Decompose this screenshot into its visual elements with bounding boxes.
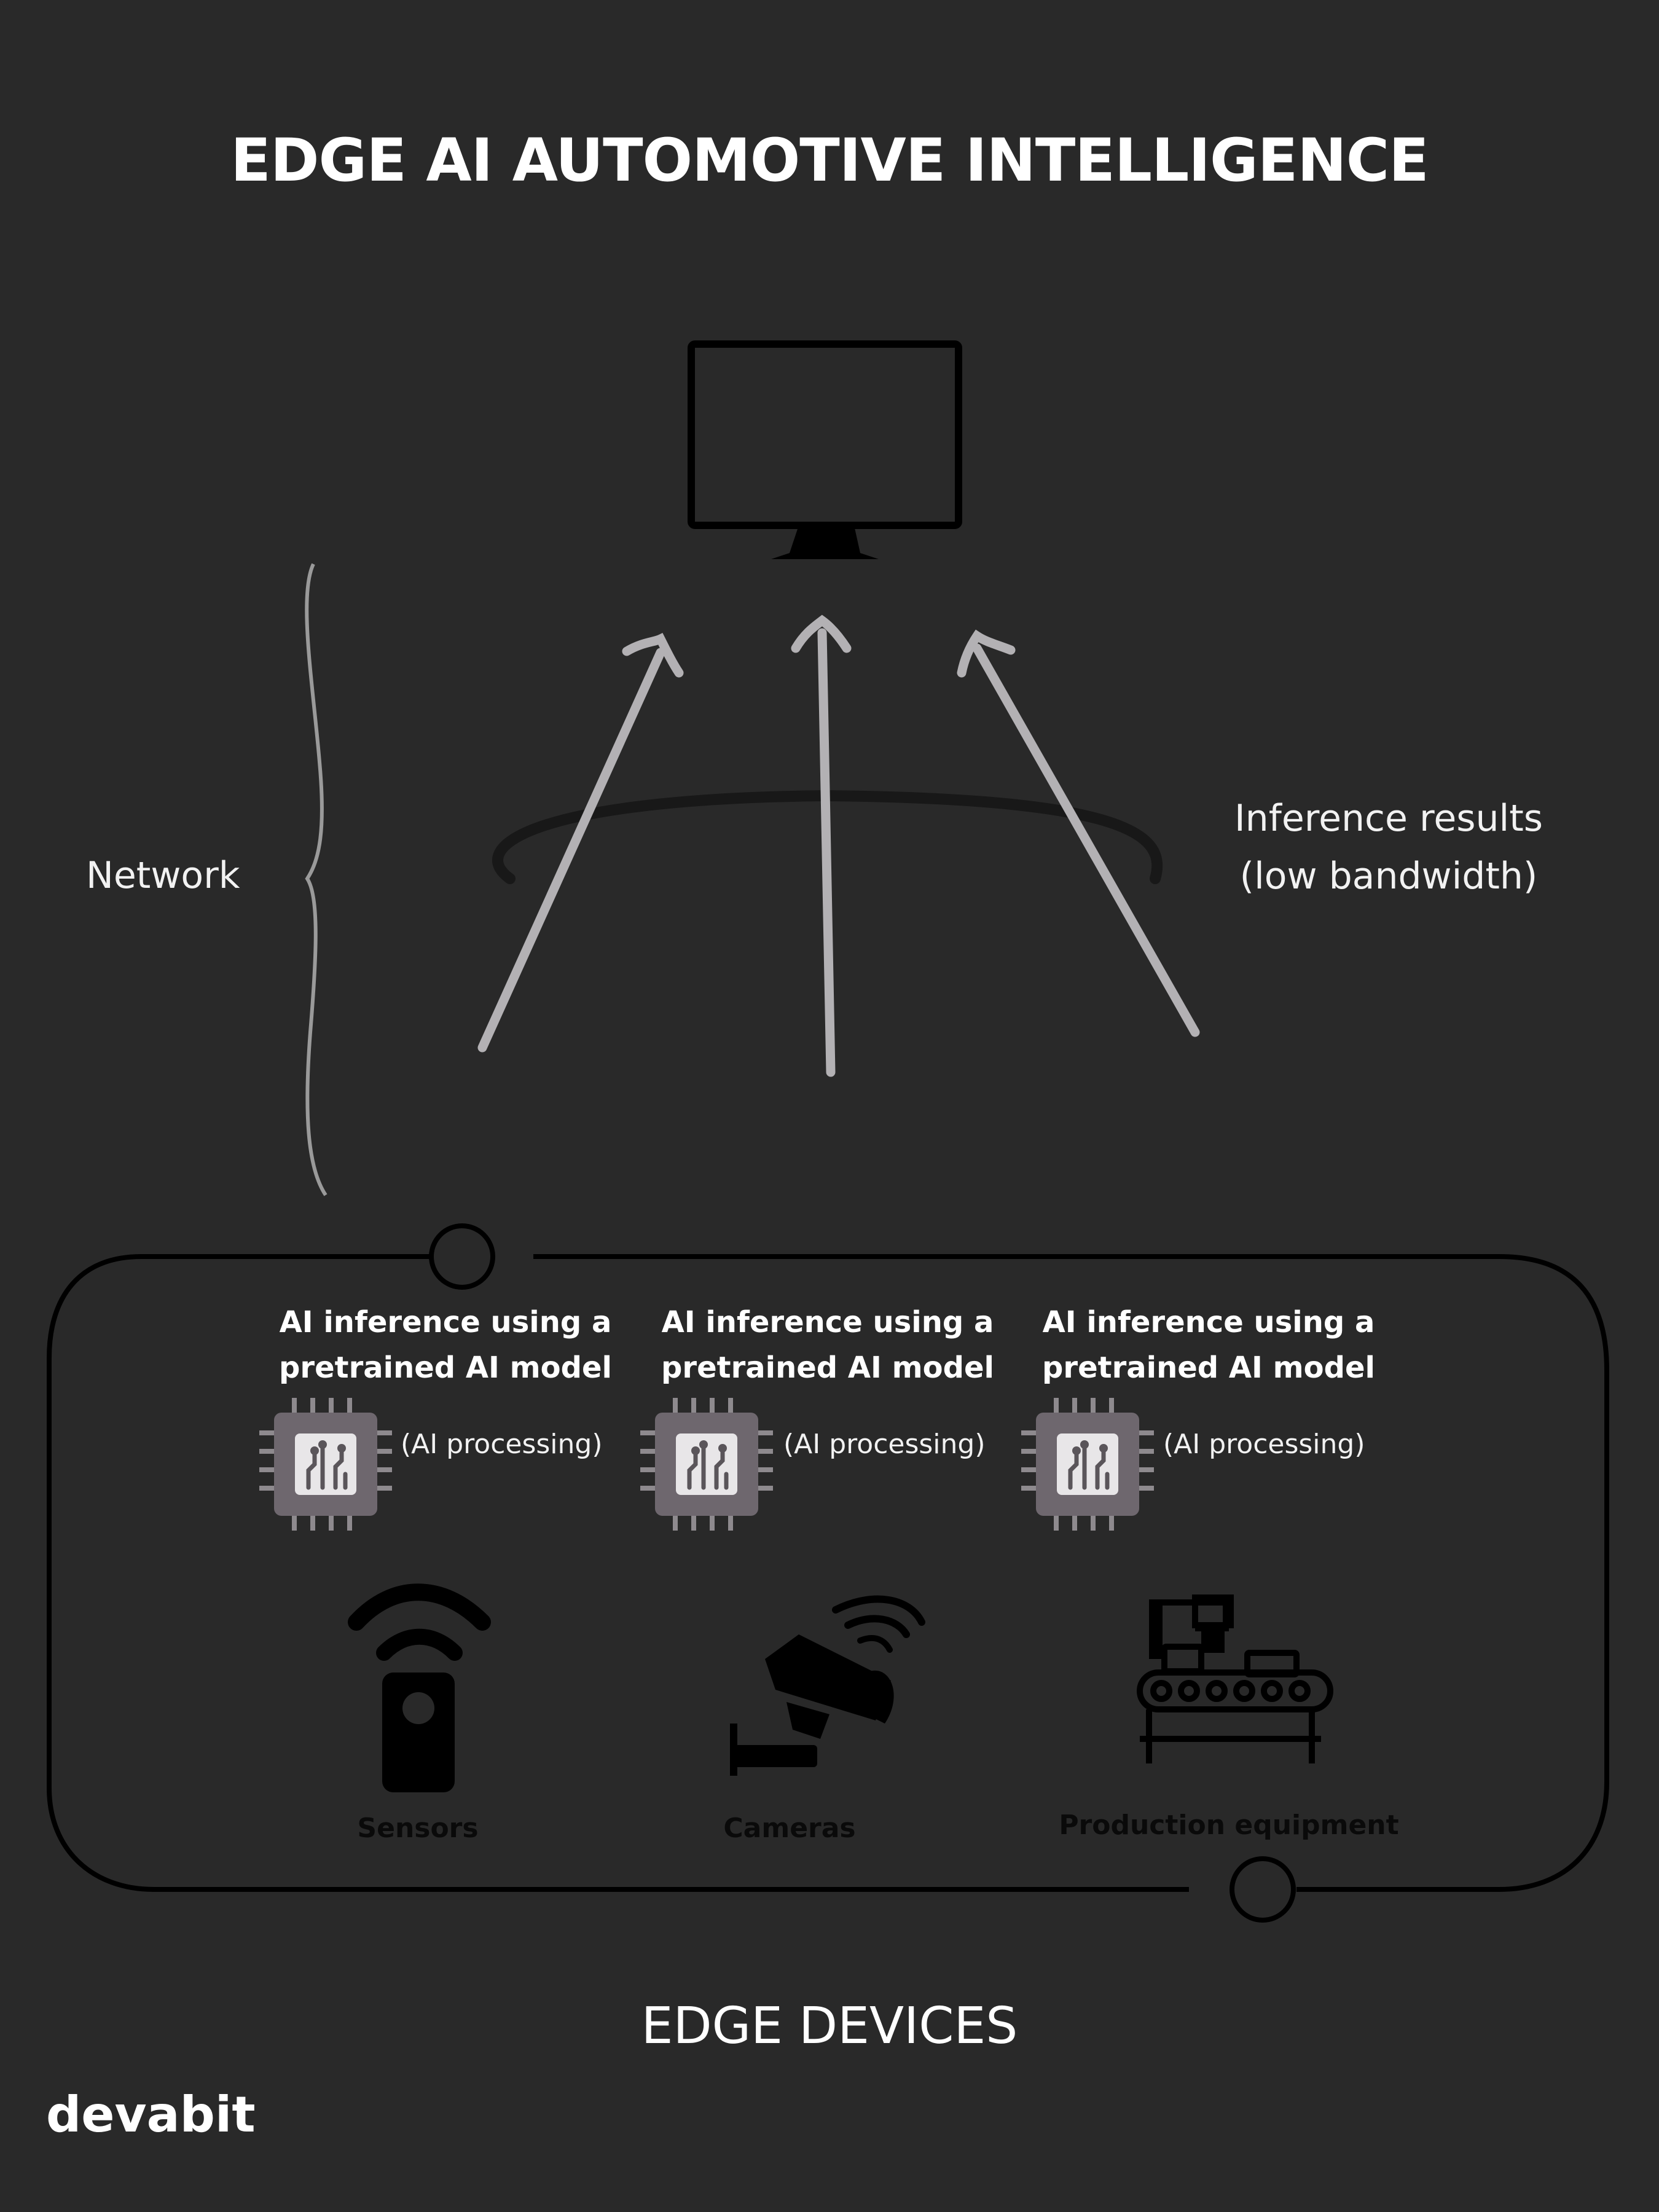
camera-icon — [730, 1595, 925, 1776]
edge-node-title-line2: pretrained AI model — [661, 1351, 994, 1385]
conveyor-icon — [1137, 1594, 1333, 1763]
arrow-right — [972, 643, 1200, 1037]
edge-node-title-line1: AI inference using a — [279, 1305, 612, 1339]
inference-arrows — [477, 614, 1200, 1077]
ai-chip-icon — [1021, 1398, 1154, 1531]
ai-chip-icon — [259, 1398, 392, 1531]
edge-devices-label: EDGE DEVICES — [641, 1997, 1018, 2055]
arrowhead-center-icon — [791, 614, 852, 653]
frame-node-bottom-icon — [1230, 1856, 1296, 1923]
frame-node-top-icon — [429, 1223, 495, 1290]
arrowhead-left-icon — [622, 632, 684, 678]
device-label-production-equipment: Production equipment — [1059, 1810, 1399, 1841]
device-label-cameras: Cameras — [723, 1813, 856, 1844]
edge-node-title-line2: pretrained AI model — [279, 1351, 612, 1385]
arrow-left — [477, 648, 665, 1053]
arrow-center — [817, 628, 836, 1077]
arrowhead-right-icon — [957, 629, 1016, 678]
edge-node-title: AI inference using a pretrained AI model — [273, 1300, 618, 1390]
device-label-sensors: Sensors — [357, 1813, 479, 1844]
monitor-icon — [688, 340, 962, 559]
network-brace-icon — [305, 563, 327, 1196]
edge-node-title-line1: AI inference using a — [1042, 1305, 1375, 1339]
ai-processing-label: (AI processing) — [783, 1429, 986, 1460]
brand-logo: devabit — [46, 2086, 256, 2143]
ai-processing-label: (AI processing) — [1163, 1429, 1365, 1460]
inference-results-label: Inference results (low bandwidth) — [1217, 790, 1561, 905]
inference-results-line1: Inference results — [1234, 797, 1543, 840]
ai-chip-icon — [640, 1398, 773, 1531]
edge-node-title-line1: AI inference using a — [661, 1305, 994, 1339]
edge-node-title: AI inference using a pretrained AI model — [656, 1300, 1000, 1390]
sensor-icon — [348, 1583, 491, 1792]
page-title: EDGE AI AUTOMOTIVE INTELLIGENCE — [230, 126, 1429, 195]
network-label: Network — [86, 854, 240, 897]
inference-results-line2: (low bandwidth) — [1239, 855, 1538, 898]
edge-node-title-line2: pretrained AI model — [1042, 1351, 1375, 1385]
ai-processing-label: (AI processing) — [401, 1429, 603, 1460]
edge-devices-frame — [47, 1223, 1609, 1923]
edge-node-title: AI inference using a pretrained AI model — [1037, 1300, 1381, 1390]
